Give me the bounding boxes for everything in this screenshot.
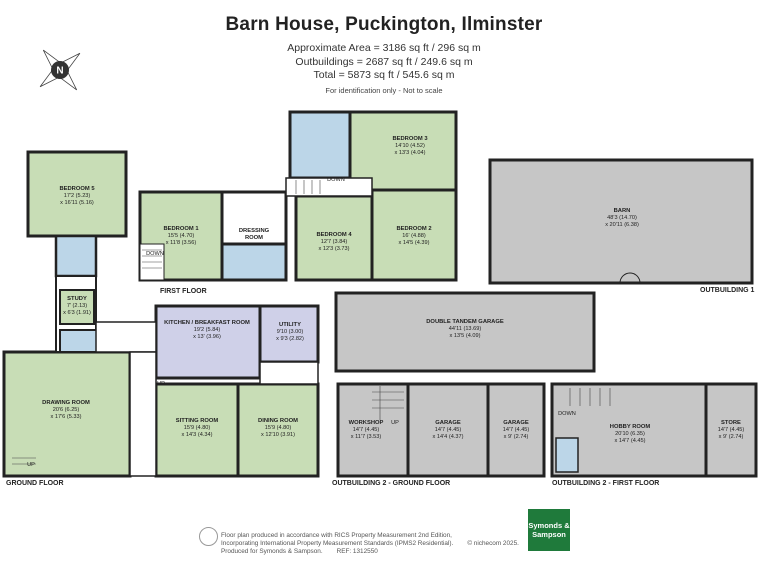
outbuilding2-first-label: OUTBUILDING 2 - FIRST FLOOR	[552, 480, 660, 487]
footer-line-3: Produced for Symonds & Sampson.	[221, 548, 323, 556]
first-floor-plan	[26, 110, 458, 282]
outbuilding2-first-plan	[550, 382, 758, 478]
footer-copyright: © nichecom 2025.	[467, 540, 519, 548]
outbuilding2-ground-plan	[336, 382, 546, 478]
stair-down-first: DOWN	[146, 251, 164, 257]
approximate-area: Approximate Area = 3186 sq ft / 296 sq m	[287, 42, 481, 54]
plan-title: Barn House, Puckington, Ilminster	[225, 14, 543, 35]
compass-letter: N	[56, 66, 63, 77]
area-summary: Approximate Area = 3186 sq ft / 296 sq m…	[0, 42, 768, 83]
outbuilding2-ground-label: OUTBUILDING 2 - GROUND FLOOR	[332, 480, 451, 487]
first-floor-label: FIRST FLOOR	[160, 288, 207, 295]
ground-floor-plan	[2, 275, 320, 478]
total-area: Total = 5873 sq ft / 545.6 sq m	[313, 69, 455, 81]
stairs	[12, 180, 611, 465]
ground-floor-label: GROUND FLOOR	[6, 480, 64, 487]
barn-doors	[619, 272, 641, 284]
outbuildings-area: Outbuildings = 2687 sq ft / 249.6 sq m	[295, 55, 473, 68]
stair-down-hobby: DOWN	[558, 411, 576, 417]
footer-line-2: Incorporating International Property Mea…	[221, 540, 454, 548]
footer-credits: Floor plan produced in accordance with R…	[221, 532, 519, 557]
footer-line-1: Floor plan produced in accordance with R…	[221, 532, 452, 539]
footer-row-3: Produced for Symonds & Sampson. REF: 1312…	[221, 548, 519, 556]
stair-up-drawing: UP	[27, 462, 35, 468]
compass-icon: N	[39, 49, 81, 91]
footer-ref: REF: 1312550	[336, 548, 378, 556]
double-garage-outline	[334, 291, 596, 373]
footer-row-2: Incorporating International Property Mea…	[221, 540, 519, 548]
stair-up-ground: UP	[157, 381, 165, 387]
stair-up-workshop: UP	[391, 420, 399, 426]
outbuilding1-label: OUTBUILDING 1	[700, 287, 755, 294]
barn-outline	[488, 158, 754, 285]
identification-note: For identification only - Not to scale	[325, 86, 443, 95]
rics-mark-icon	[199, 527, 218, 546]
agent-logo: Symonds & Sampson	[528, 509, 570, 551]
stair-down-landing: DOWN	[327, 177, 345, 183]
